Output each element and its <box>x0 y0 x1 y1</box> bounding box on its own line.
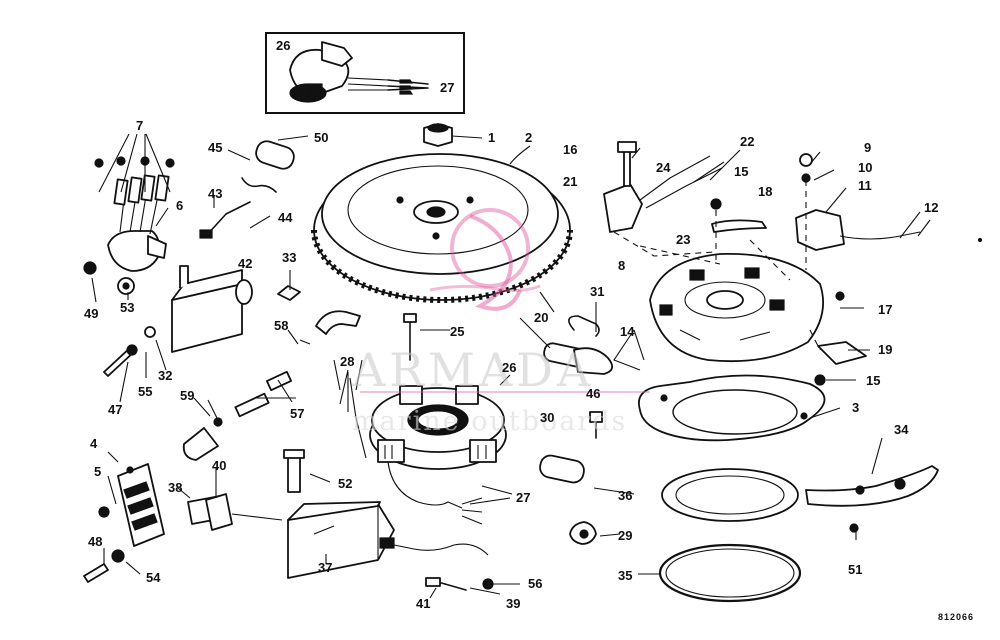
callout-11: 11 <box>858 178 872 193</box>
callout-21: 21 <box>563 174 577 189</box>
callout-30: 30 <box>540 410 554 425</box>
harness-connector <box>187 493 283 531</box>
callout-41: 41 <box>416 596 430 611</box>
callout-labels: 1 2 3 4 5 6 7 8 9 10 11 12 14 15 15 16 1… <box>84 38 938 611</box>
fasteners <box>83 153 983 591</box>
misc-parts <box>182 140 921 545</box>
callout-59: 59 <box>180 388 194 403</box>
callout-40: 40 <box>212 458 226 473</box>
callout-57: 57 <box>290 406 304 421</box>
callout-53: 53 <box>120 300 134 315</box>
callout-32: 32 <box>158 368 172 383</box>
callout-25: 25 <box>450 324 464 339</box>
retainer-plate <box>638 374 826 442</box>
callout-17: 17 <box>878 302 892 317</box>
callout-33: 33 <box>282 250 296 265</box>
callout-45: 45 <box>208 140 222 155</box>
inset-box <box>265 32 465 114</box>
timer-base <box>649 253 825 363</box>
callout-24: 24 <box>656 160 671 175</box>
callout-34: 34 <box>894 422 909 437</box>
callout-26b: 26 <box>502 360 516 375</box>
callout-54: 54 <box>146 570 161 585</box>
callout-22: 22 <box>740 134 754 149</box>
callout-47: 47 <box>108 402 122 417</box>
alignment-lines <box>613 180 821 351</box>
callout-38: 38 <box>168 480 182 495</box>
stator <box>369 385 507 470</box>
callout-31: 31 <box>590 284 604 299</box>
power-pack <box>287 501 489 579</box>
callout-20: 20 <box>534 310 548 325</box>
callout-39: 39 <box>506 596 520 611</box>
callout-49: 49 <box>84 306 98 321</box>
watermark-brand: ARMADA <box>351 343 594 397</box>
callout-4: 4 <box>90 436 98 451</box>
callout-52: 52 <box>338 476 352 491</box>
switch-box <box>94 156 175 272</box>
flywheel-nut <box>423 123 453 147</box>
callout-6: 6 <box>176 198 183 213</box>
callout-18: 18 <box>758 184 772 199</box>
callout-51: 51 <box>848 562 862 577</box>
watermark: ARMADA marine outboards <box>351 208 650 437</box>
callout-28: 28 <box>340 354 354 369</box>
callout-12: 12 <box>924 200 938 215</box>
callout-58: 58 <box>274 318 288 333</box>
wires <box>333 359 483 525</box>
throttle-cam <box>805 465 939 507</box>
callout-27a: 27 <box>440 80 454 95</box>
callout-9: 9 <box>864 140 871 155</box>
callout-7: 7 <box>136 118 143 133</box>
callout-35: 35 <box>618 568 632 583</box>
callout-27b: 27 <box>516 490 530 505</box>
callout-19: 19 <box>878 342 892 357</box>
callout-44: 44 <box>278 210 293 225</box>
callout-23: 23 <box>676 232 690 247</box>
callout-46: 46 <box>586 386 600 401</box>
callout-10: 10 <box>858 160 872 175</box>
watermark-tagline: marine outboards <box>352 406 627 437</box>
drawing-code: 812066 <box>938 612 974 622</box>
callout-26a: 26 <box>276 38 290 53</box>
callout-8: 8 <box>618 258 625 273</box>
callout-55: 55 <box>138 384 152 399</box>
callout-15b: 15 <box>866 373 880 388</box>
callout-37: 37 <box>318 560 332 575</box>
ignition-coil <box>171 265 253 353</box>
callout-5: 5 <box>94 464 101 479</box>
callout-2: 2 <box>525 130 532 145</box>
terminal-block <box>117 463 165 547</box>
callout-50: 50 <box>314 130 328 145</box>
callout-15a: 15 <box>734 164 748 179</box>
callout-36: 36 <box>618 488 632 503</box>
callout-48: 48 <box>88 534 102 549</box>
callout-3: 3 <box>852 400 859 415</box>
callout-43: 43 <box>208 186 222 201</box>
retaining-rings <box>658 468 802 603</box>
callout-14: 14 <box>620 324 635 339</box>
callout-42: 42 <box>238 256 252 271</box>
callout-1: 1 <box>488 130 495 145</box>
flywheel <box>311 153 573 303</box>
callout-29: 29 <box>618 528 632 543</box>
callout-16: 16 <box>563 142 577 157</box>
callout-56: 56 <box>528 576 542 591</box>
leader-lines <box>91 133 931 599</box>
